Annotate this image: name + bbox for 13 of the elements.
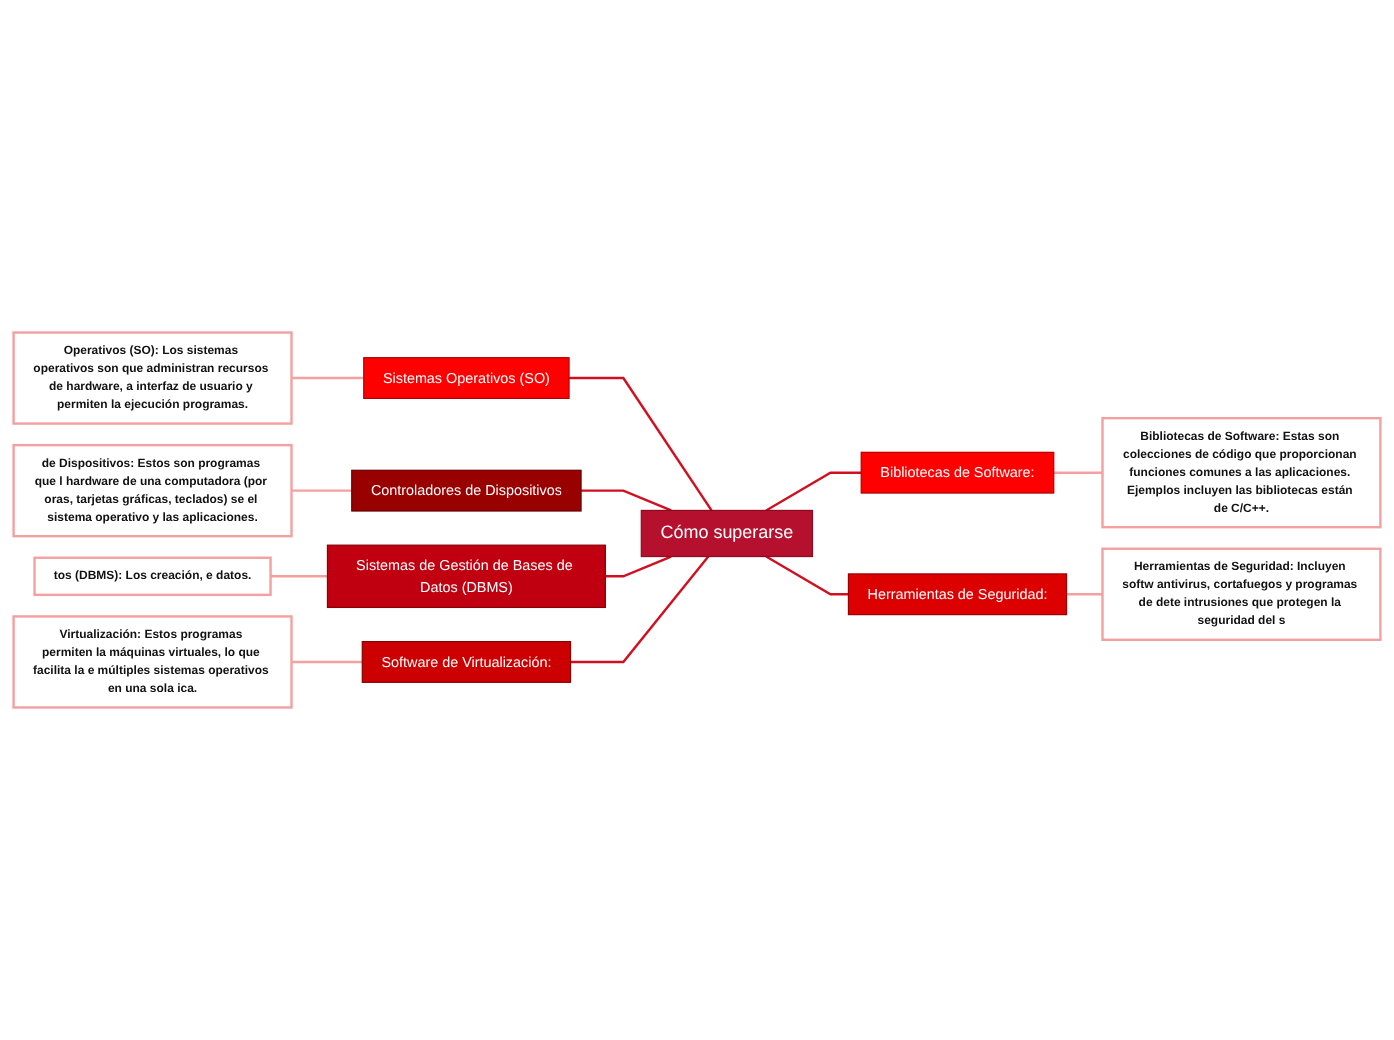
connector (570, 555, 710, 664)
connector (291, 660, 363, 664)
connector (291, 376, 364, 380)
connector (605, 555, 672, 578)
connector (291, 489, 352, 492)
node-box: Cómo superarse (640, 509, 814, 558)
connector (270, 575, 328, 578)
connector (1066, 593, 1103, 596)
connector (581, 489, 672, 512)
connector (569, 376, 713, 512)
connector (765, 555, 849, 596)
connector (765, 471, 862, 512)
connector (1053, 471, 1103, 474)
